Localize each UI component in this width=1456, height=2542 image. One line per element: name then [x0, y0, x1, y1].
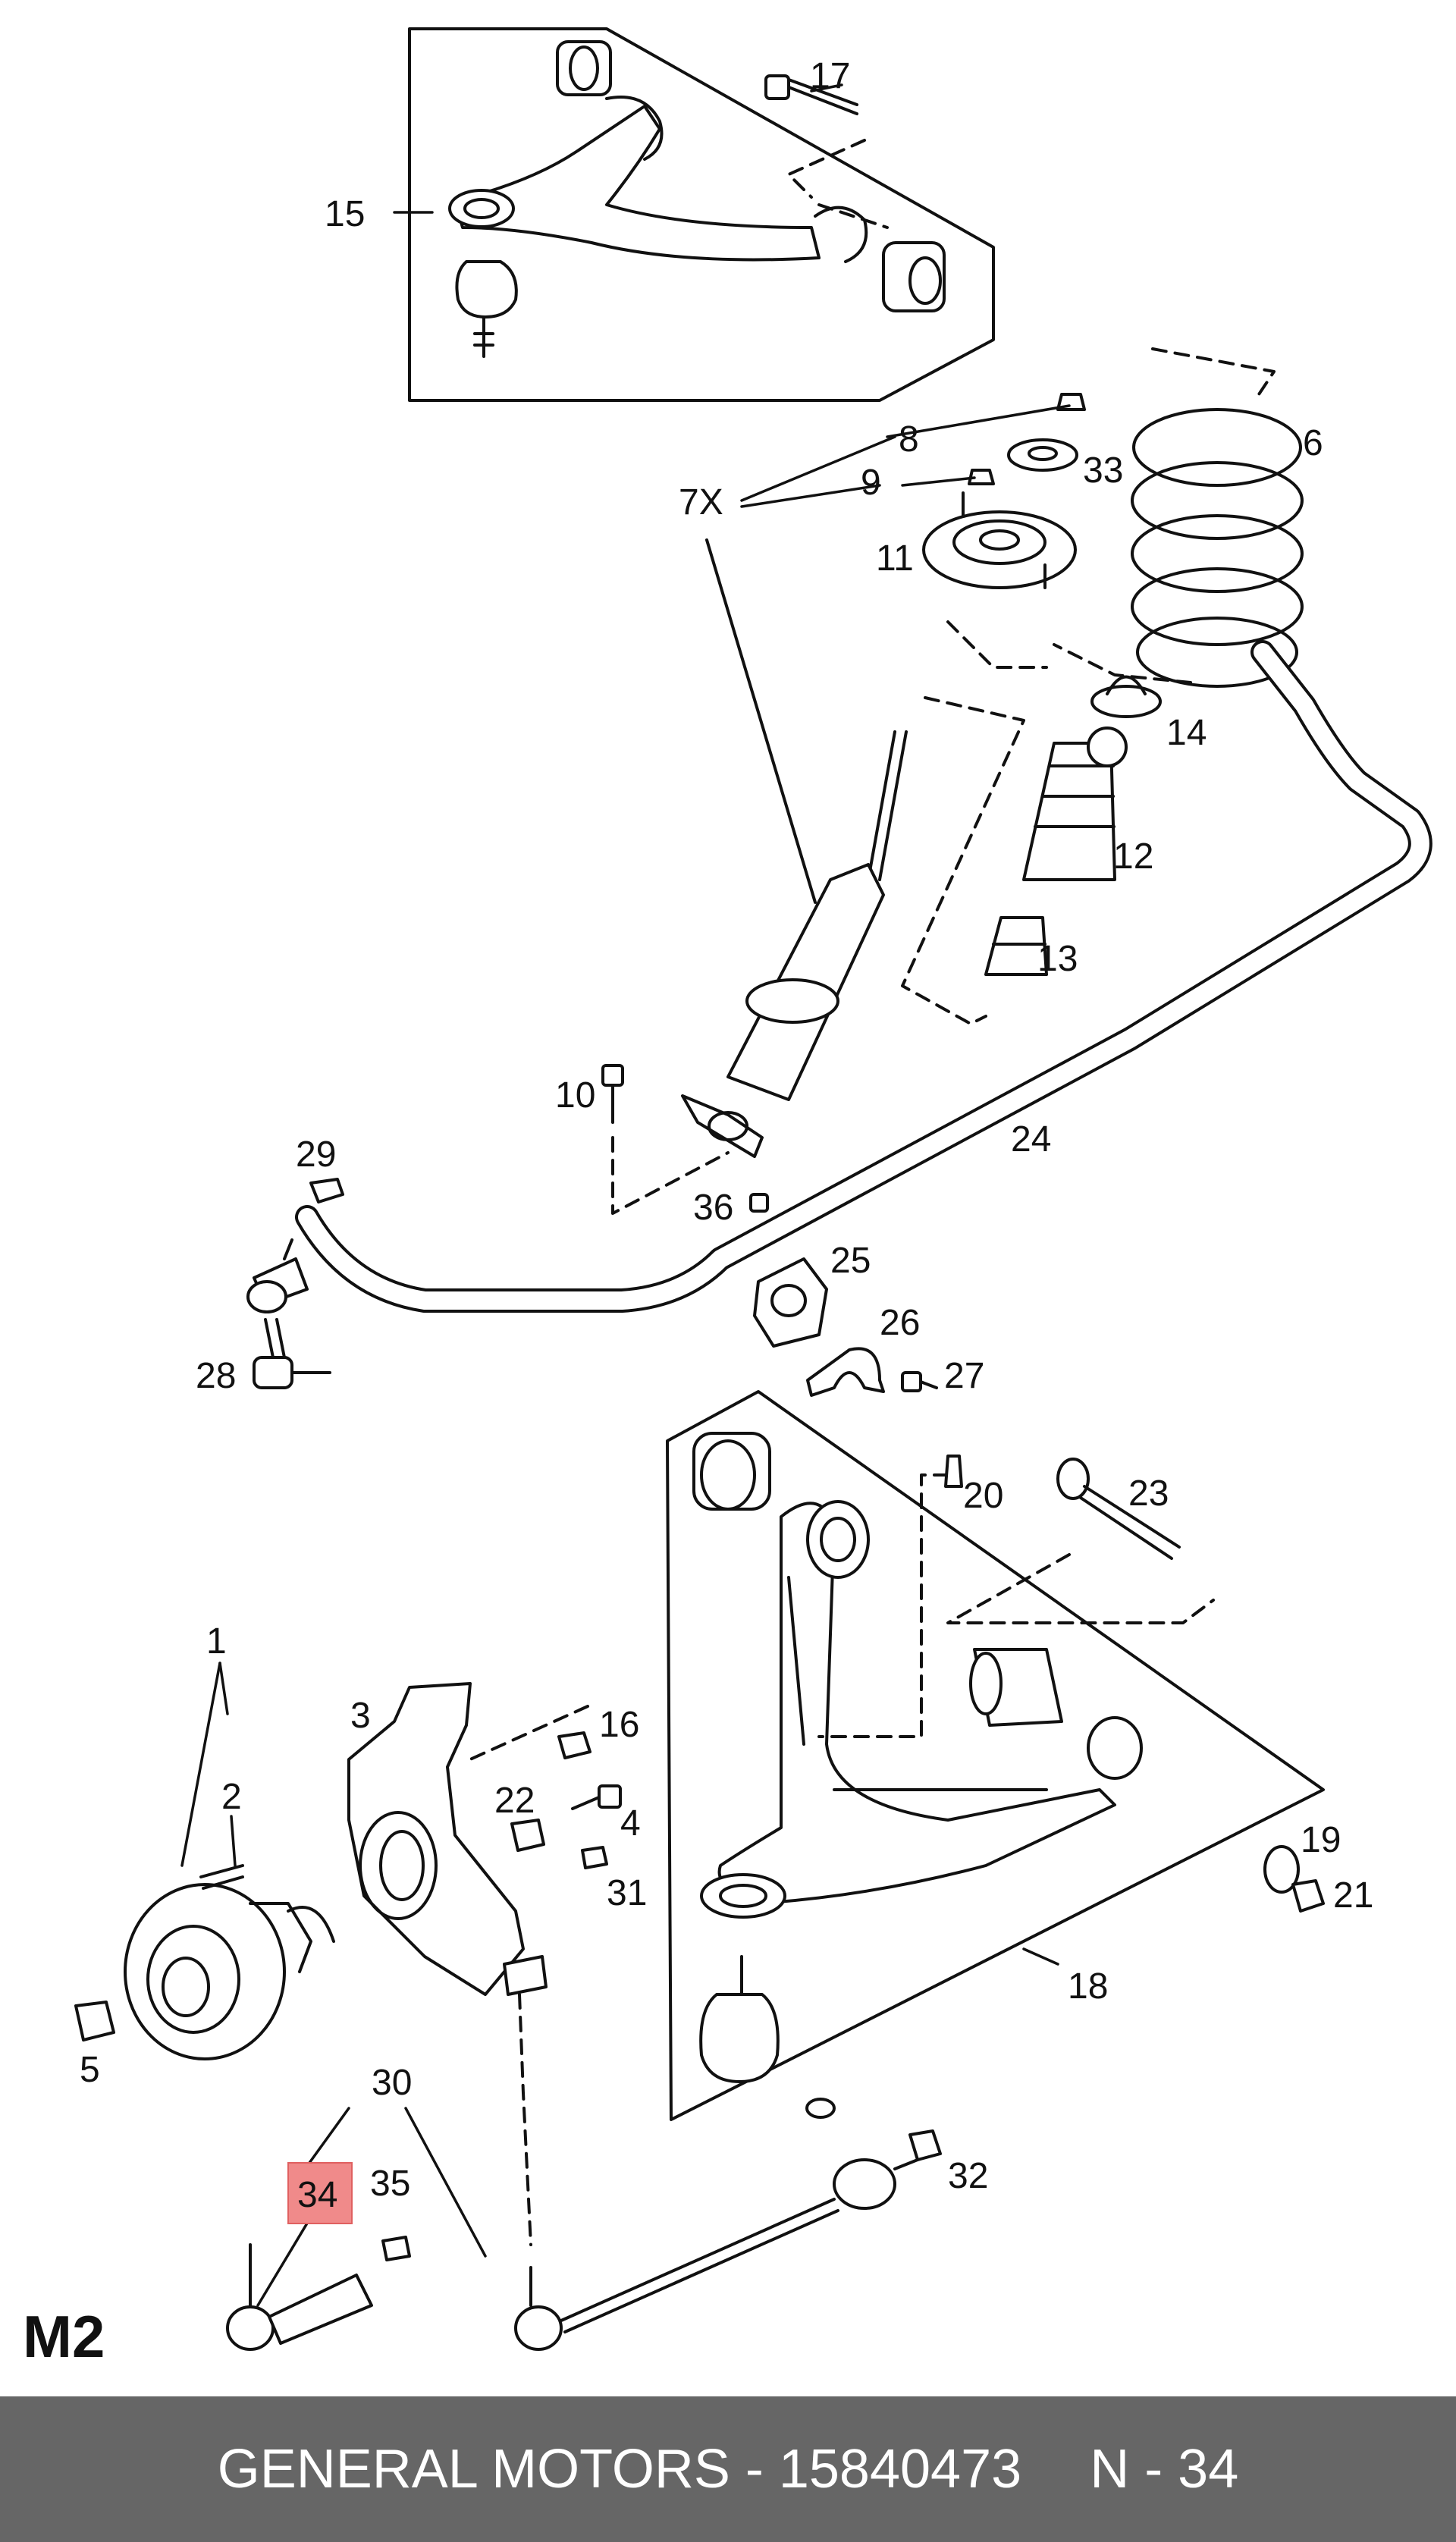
page-label: M2	[23, 2303, 105, 2370]
bushing-rear	[969, 1648, 1063, 1727]
callout-36: 36	[693, 1188, 733, 1228]
knuckle-nut-31	[581, 1846, 608, 1869]
lower-arm-bolt	[1056, 1458, 1181, 1560]
callout-28: 28	[196, 1356, 236, 1396]
callout-35: 35	[370, 2164, 410, 2204]
lower-arm-nut-20	[944, 1455, 963, 1488]
callouts: 17 15 8 6 33 9 7X 11 14 12 13 10 24 29 3…	[23, 56, 1373, 2370]
knuckle-nut-16	[557, 1731, 592, 1759]
steering-knuckle	[347, 1682, 548, 1996]
hub-nut	[74, 2001, 115, 2041]
callout-9: 9	[861, 463, 881, 503]
lower-arm-frame	[666, 1390, 1325, 2121]
wheel-hub	[124, 1883, 335, 2060]
washer-19	[1263, 1845, 1300, 1894]
footer-reference: N - 34	[1090, 2439, 1239, 2500]
lower-ball-joint	[699, 1955, 836, 2119]
shock-nut	[749, 1193, 769, 1213]
upper-control-arm	[448, 40, 946, 312]
callout-21: 21	[1333, 1875, 1373, 1916]
callout-25: 25	[830, 1241, 871, 1281]
callout-7x: 7X	[679, 482, 723, 523]
callout-31: 31	[607, 1873, 647, 1913]
upper-arm-frame	[408, 27, 995, 402]
callout-34: 34	[297, 2175, 337, 2215]
bump-stop	[984, 916, 1048, 976]
spring-seat-14	[1090, 675, 1162, 718]
callout-3: 3	[350, 1696, 371, 1736]
footer-bar: GENERAL MOTORS - 15840473 N - 34	[0, 2396, 1456, 2542]
callout-32: 32	[948, 2156, 988, 2196]
tie-rod-nut-35	[381, 2236, 411, 2261]
tie-rod-inner	[514, 2152, 934, 2351]
callout-18: 18	[1068, 1966, 1108, 2007]
callout-4: 4	[620, 1803, 641, 1844]
leader-lines	[180, 83, 1071, 2307]
callout-17: 17	[810, 56, 850, 96]
coil-spring	[1131, 408, 1304, 688]
callout-5: 5	[80, 2050, 100, 2090]
knuckle-bolt	[571, 1784, 622, 1810]
callout-13: 13	[1037, 939, 1078, 979]
lower-control-arm	[692, 1432, 1143, 1919]
callout-2: 2	[221, 1777, 242, 1817]
highlight-box-34	[287, 2162, 353, 2224]
callout-33: 33	[1083, 450, 1123, 491]
stabilizer-link	[246, 1238, 331, 1389]
upper-arm-bolt	[764, 74, 858, 115]
callout-22: 22	[494, 1781, 535, 1821]
knuckle-nut-22	[510, 1819, 545, 1852]
callout-24: 24	[1011, 1119, 1051, 1160]
upper-ball-joint	[455, 260, 518, 358]
tie-rod-nut-32	[908, 2129, 942, 2161]
leader-7x-shock	[705, 538, 817, 904]
callout-19: 19	[1301, 1820, 1341, 1860]
dust-boot	[1022, 727, 1128, 881]
callout-15: 15	[325, 194, 365, 234]
stabilizer-bushing	[753, 1257, 828, 1348]
stabilizer-clamp	[806, 1347, 885, 1397]
nut-21	[1291, 1879, 1325, 1913]
callout-10: 10	[555, 1075, 595, 1116]
callout-1: 1	[206, 1621, 227, 1662]
callout-29: 29	[296, 1134, 336, 1175]
upper-washer	[1007, 438, 1078, 472]
callout-11: 11	[876, 538, 914, 579]
shock-absorber	[681, 730, 908, 1158]
callout-16: 16	[599, 1705, 639, 1745]
suspension-exploded-diagram: 17 15 8 6 33 9 7X 11 14 12 13 10 24 29 3…	[23, 27, 1432, 2370]
callout-27: 27	[944, 1356, 984, 1396]
callout-12: 12	[1113, 836, 1153, 877]
link-nut	[309, 1178, 344, 1204]
callout-20: 20	[963, 1476, 1003, 1516]
hub-bolt	[199, 1864, 244, 1890]
footer-part-number: GENERAL MOTORS - 15840473	[217, 2439, 1022, 2500]
callout-23: 23	[1128, 1473, 1169, 1514]
strut-top-mount	[922, 491, 1077, 589]
callout-30: 30	[372, 2063, 412, 2103]
tie-rod-end	[226, 2243, 373, 2351]
callout-26: 26	[880, 1303, 920, 1343]
callout-8: 8	[899, 419, 919, 460]
callout-14: 14	[1166, 713, 1207, 753]
shock-bolt	[601, 1064, 624, 1124]
callout-6: 6	[1303, 423, 1323, 463]
stabilizer-bar	[295, 640, 1432, 1313]
clamp-bolt	[901, 1371, 938, 1392]
